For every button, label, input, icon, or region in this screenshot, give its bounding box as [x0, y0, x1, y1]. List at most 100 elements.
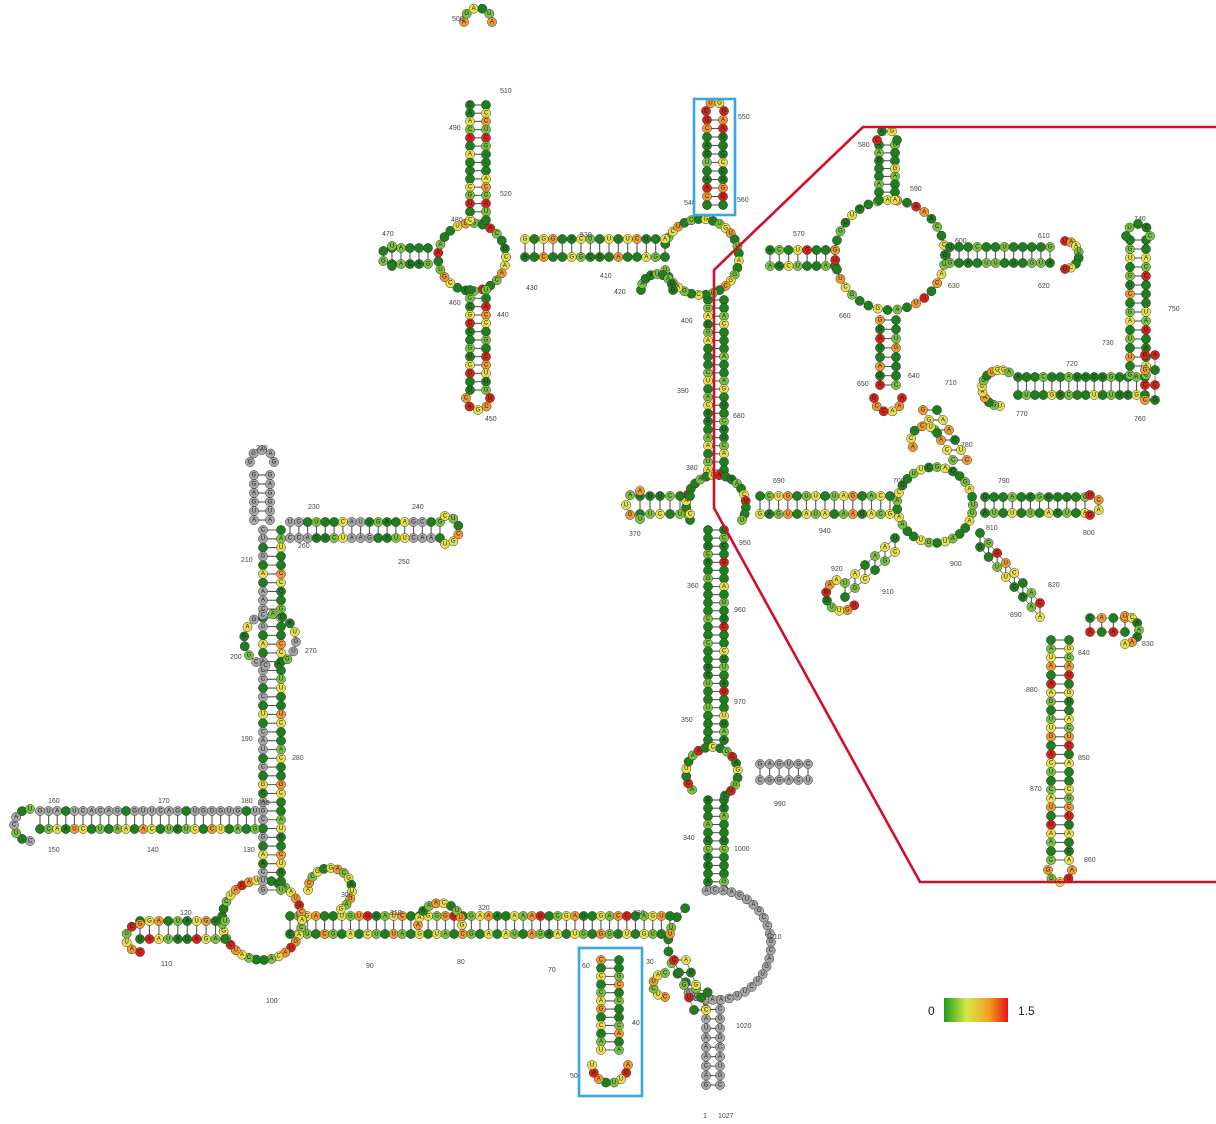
loop-200-270: G [244, 651, 253, 660]
loop-240: G [449, 537, 458, 546]
trunk-helix-middle [719, 606, 728, 615]
position-label-780: 780 [961, 442, 973, 449]
svg-text:A: A [718, 1054, 722, 1060]
svg-text:G: G [1134, 392, 1139, 398]
trunk-helix-middle: A [719, 582, 728, 591]
multiloop-590 [832, 236, 841, 245]
loop-370: A [626, 491, 635, 500]
loop-800: U [1085, 490, 1094, 499]
trunk-helix-middle [719, 695, 728, 704]
svg-text:A: A [1097, 507, 1101, 513]
svg-text:A: A [468, 119, 472, 125]
helix-140-180 [87, 824, 96, 833]
svg-text:U: U [1004, 560, 1008, 566]
svg-text:G: G [758, 761, 763, 767]
svg-text:A: A [706, 822, 710, 828]
svg-text:U: U [455, 224, 459, 230]
helix-690-950: U [774, 491, 783, 500]
helix-60-330: A [519, 911, 528, 920]
helix-690-950: G [858, 509, 867, 518]
multiloop-590 [902, 303, 911, 312]
svg-text:A: A [1067, 717, 1071, 723]
svg-text:U: U [438, 267, 442, 273]
svg-text:G: G [722, 560, 727, 566]
svg-text:A: A [523, 254, 527, 260]
svg-text:C: C [713, 887, 718, 893]
svg-text:A: A [1123, 641, 1127, 647]
position-label-1: 1 [703, 1113, 707, 1120]
svg-text:A: A [897, 514, 901, 520]
svg-text:C: C [663, 994, 668, 1000]
helix-60-330 [406, 929, 415, 938]
loop-450: C [482, 402, 491, 411]
position-label-210: 210 [241, 557, 253, 564]
svg-text:A: A [1144, 318, 1148, 324]
position-label-440: 440 [497, 312, 509, 319]
position-label-270: 270 [305, 648, 317, 655]
svg-text:A: A [966, 260, 970, 266]
trunk-helix-lower: C [703, 853, 712, 862]
position-label-290: 290 [258, 800, 270, 807]
tail-760: C [1150, 380, 1159, 389]
svg-text:C: C [240, 883, 245, 889]
svg-text:G: G [777, 263, 782, 269]
loop-200-270: G [249, 615, 258, 624]
helix-110-120: U [164, 934, 173, 943]
stem-130-290 [258, 754, 267, 763]
helix-230-250: C [330, 533, 339, 542]
branch-910: U [890, 533, 899, 542]
helix-230-250: U [321, 533, 330, 542]
trunk-helix-middle [703, 606, 712, 615]
position-label-640: 640 [908, 373, 920, 380]
svg-text:A: A [722, 378, 726, 384]
svg-text:U: U [1088, 492, 1092, 498]
helix-60-330: G [432, 911, 441, 920]
trunk-helix-lower: C [703, 836, 712, 845]
loop-110: U [122, 938, 131, 947]
svg-text:U: U [176, 918, 180, 924]
stem-130-290: G [276, 780, 285, 789]
helix-140-180: A [113, 824, 122, 833]
loop-200-270: U [289, 647, 298, 656]
helix-140-180: G [207, 806, 216, 815]
svg-text:A: A [468, 135, 472, 141]
stem-840-870: G [1064, 653, 1073, 662]
stem-440-460: C [481, 319, 490, 328]
svg-text:U: U [619, 1076, 623, 1082]
trunk-helix-gray: A [701, 1071, 710, 1080]
position-label-240: 240 [412, 504, 424, 511]
branch-910: U [840, 578, 849, 587]
stem-640-650: C [891, 380, 900, 389]
junction-loop-low: C [720, 791, 729, 800]
helix-110-120: G [202, 934, 211, 943]
trunk-helix-lower: C [703, 861, 712, 870]
loop-200-270: U [290, 627, 299, 636]
stem-130-290: G [258, 885, 267, 894]
helix-140-180: C [156, 806, 165, 815]
svg-text:A: A [705, 143, 709, 149]
svg-text:A: A [893, 174, 897, 180]
position-label-420: 420 [614, 289, 626, 296]
loop-200-270: C [278, 612, 287, 621]
hairpin-540-550: G [718, 192, 727, 201]
svg-text:C: C [1049, 761, 1054, 767]
svg-text:G: G [523, 236, 528, 242]
svg-text:U: U [1092, 392, 1096, 398]
svg-text:C: C [625, 913, 630, 919]
stem-130-290 [276, 552, 285, 561]
helix-790-800: U [989, 508, 998, 517]
trunk-helix-upper: U [703, 457, 712, 466]
svg-text:A: A [597, 1076, 601, 1082]
loop-150: U [12, 828, 21, 837]
helix-430-530: U [623, 234, 632, 243]
multiloop-590 [832, 265, 841, 274]
stem-470: A [396, 243, 405, 252]
trunk-helix-lower [703, 828, 712, 837]
svg-text:U: U [1010, 510, 1014, 516]
svg-text:G: G [717, 101, 722, 107]
stem-840-870: C [1064, 803, 1073, 812]
position-label-870: 870 [1030, 786, 1042, 793]
stem-490-520 [481, 166, 490, 175]
helix-570: G [803, 245, 812, 254]
tail-760: G [1140, 350, 1149, 359]
